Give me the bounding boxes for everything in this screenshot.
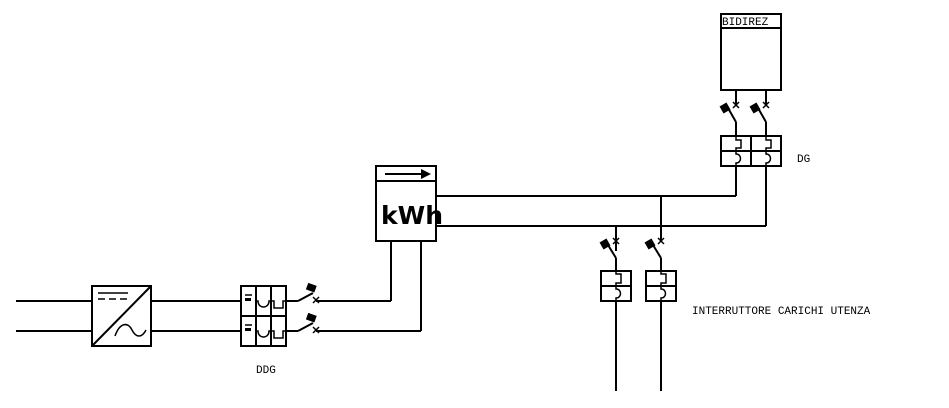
ac-symbol: [114, 323, 147, 337]
dg-switch-2: [749, 90, 770, 136]
inverter: [91, 285, 152, 347]
kwh-meter: kWh: [375, 165, 443, 242]
inverter-diagonal: [91, 285, 152, 347]
dg-device: [720, 135, 782, 167]
load-switch-1: [599, 237, 620, 271]
load-switch-2: [644, 237, 665, 271]
dg-switch-1: [719, 90, 740, 136]
load-breaker-1: [600, 270, 632, 302]
ddg-switch-1: [286, 282, 391, 304]
ddg-label: DDG: [256, 365, 276, 377]
dg-label: DG: [797, 154, 810, 166]
load-breaker-2: [645, 270, 677, 302]
bidirez-label: BIDIREZ: [722, 17, 769, 29]
kwh-label: kWh: [381, 201, 443, 230]
bidirectional-meter: BIDIREZ: [720, 13, 782, 91]
load-breakers-label: INTERRUTTORE CARICHI UTENZA: [692, 306, 871, 318]
ddg-device: [240, 285, 287, 347]
ddg-switch-2: [286, 312, 421, 334]
